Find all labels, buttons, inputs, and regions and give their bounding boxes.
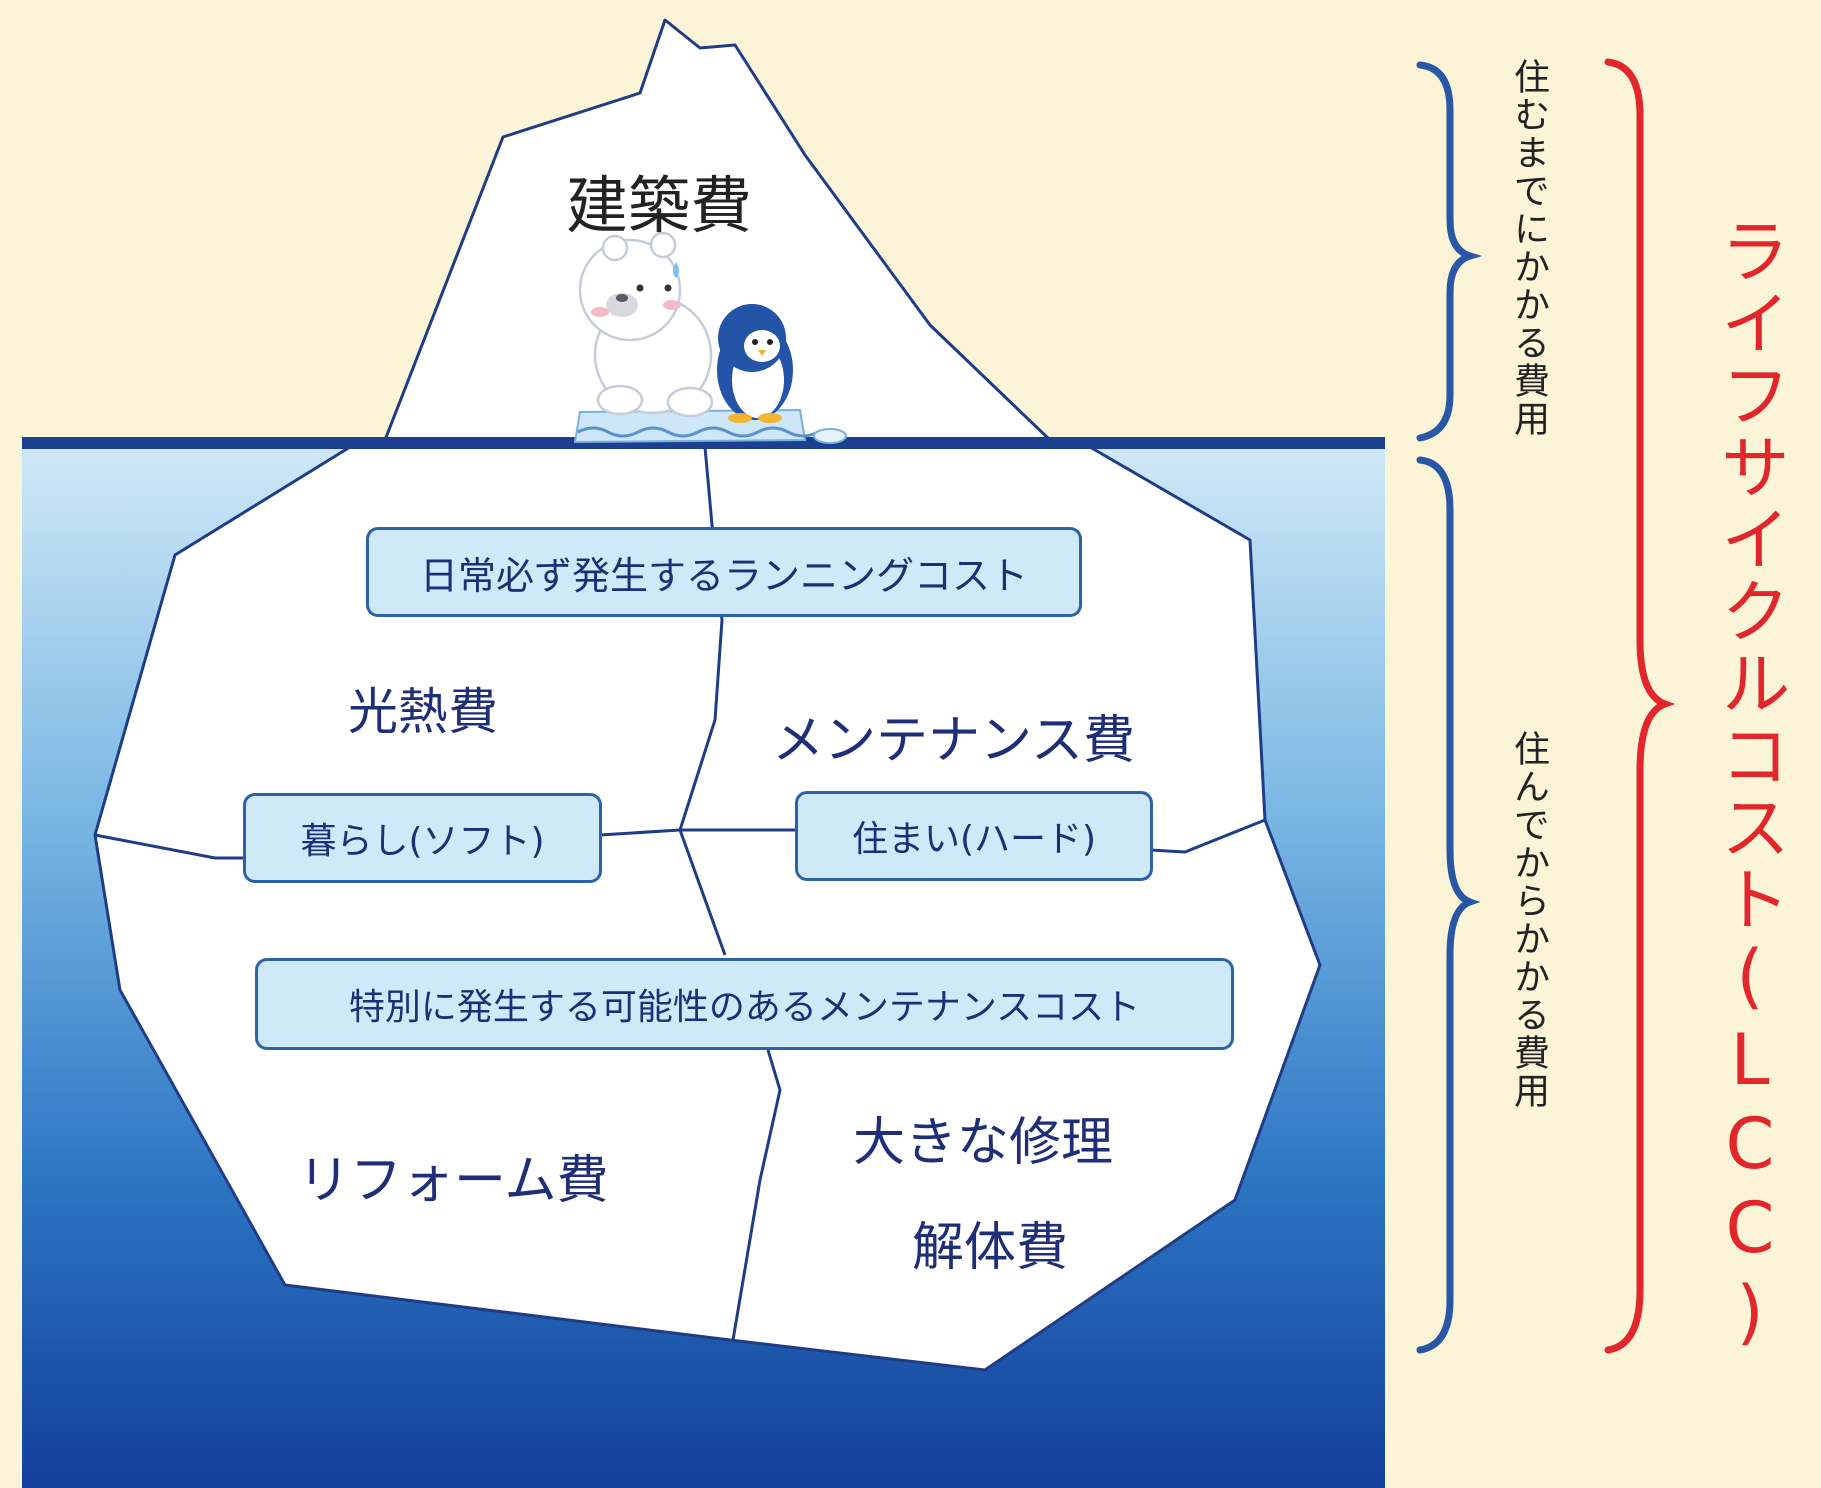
reform-cost-label: リフォーム費 (298, 1151, 609, 1211)
polar-bear-icon (578, 231, 714, 418)
water-line (22, 437, 1385, 449)
major-repair-label: 大きな修理 (853, 1113, 1114, 1173)
crack-right (1149, 818, 1266, 854)
brace-lifecycle (1604, 58, 1676, 1354)
lifecycle-cost-label: ライフサイクルコスト(LCC) (1709, 215, 1791, 1355)
construction-cost-label: 建築費 (566, 169, 753, 242)
brace-post-living (1416, 456, 1481, 1354)
running-cost-box: 日常必ず発生するランニングコスト (366, 527, 1082, 617)
pre-living-cost-label: 住むまでにかかる費用 (1508, 58, 1549, 438)
post-living-cost-label: 住んでからかかる費用 (1508, 730, 1549, 1110)
crack-left (94, 833, 245, 860)
maintenance-cost-label: メンテナンス費 (772, 711, 1135, 771)
special-cost-box: 特別に発生する可能性のあるメンテナンスコスト (255, 958, 1234, 1050)
ice-floe-waves (577, 426, 819, 438)
housing-hard-box: 住まい(ハード) (795, 791, 1153, 881)
crack-center-upper (678, 446, 727, 956)
crack-mid (599, 828, 795, 837)
brace-pre-living (1416, 61, 1483, 442)
crack-center-lower (731, 1049, 782, 1341)
penguin-icon (717, 304, 793, 423)
iceberg-tip (383, 18, 1052, 442)
ice-chunk (813, 428, 847, 444)
demolition-cost-label: 解体費 (912, 1218, 1069, 1278)
lifestyle-soft-box: 暮らし(ソフト) (243, 793, 602, 883)
utility-cost-label: 光熱費 (348, 683, 498, 741)
